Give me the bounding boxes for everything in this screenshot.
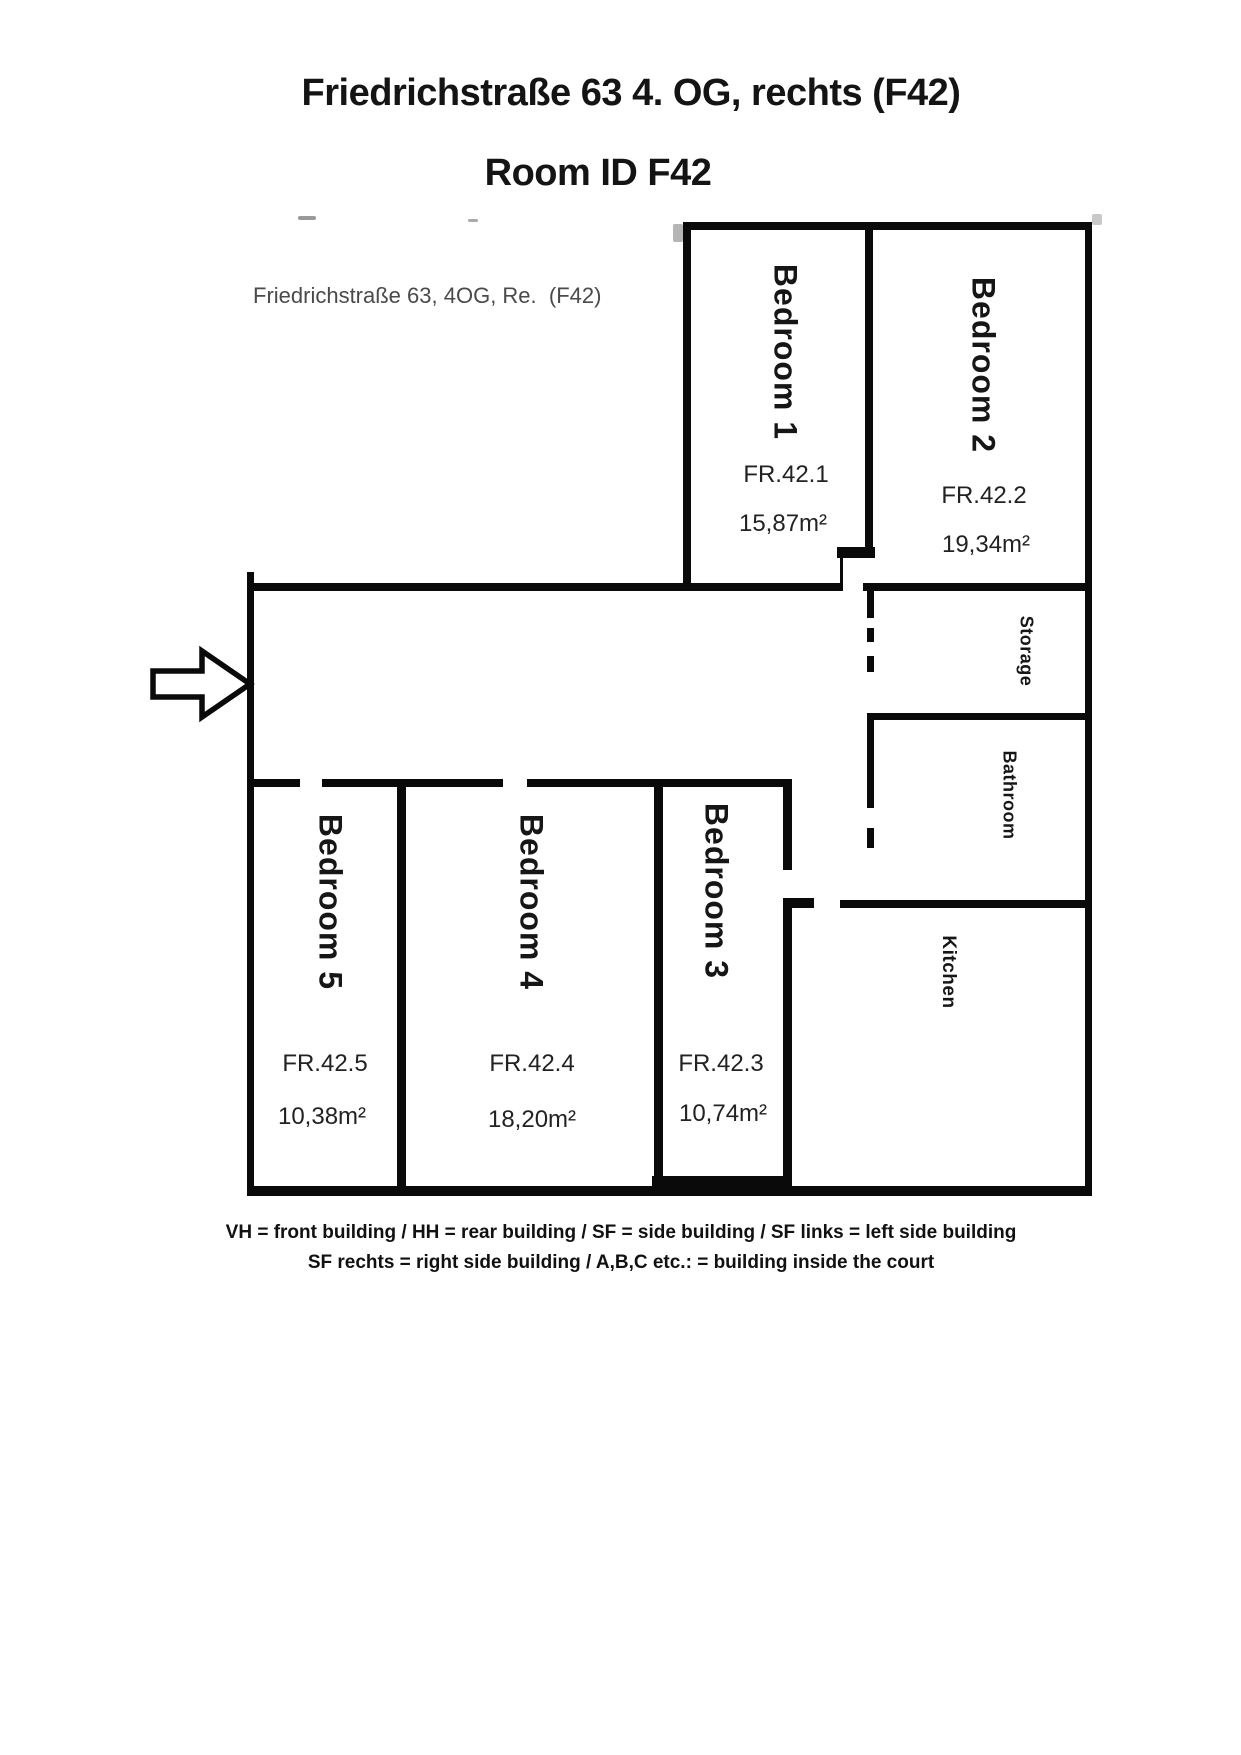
wall-bedroom5-bedroom4-divider <box>397 779 406 1186</box>
wall-bottom-outer <box>247 1186 1092 1196</box>
wall-bedroom1-left <box>683 222 691 591</box>
scan-artifact <box>1092 214 1102 225</box>
room-label-kitchen: Kitchen <box>938 935 959 1009</box>
room-code-bedroom-2: FR.42.2 <box>941 482 1027 509</box>
scan-artifact <box>298 216 316 220</box>
room-label-storage: Storage <box>1016 615 1037 687</box>
room-area-bedroom-3: 10,74m² <box>678 1100 768 1127</box>
room-label-bathroom: Bathroom <box>999 750 1020 840</box>
wall-storage-top <box>863 583 1092 591</box>
entrance-arrow-icon <box>150 645 255 723</box>
legend-line-1: VH = front building / HH = rear building… <box>225 1222 1017 1243</box>
wall-left-outer <box>247 572 254 1195</box>
wall-bedrooms-top-seg1 <box>247 779 300 787</box>
wall-bedroom3-bottom <box>652 1176 792 1186</box>
wall-bathroom-left <box>867 716 874 808</box>
wall-bedroom3-right-lower <box>783 898 792 1186</box>
room-label-bedroom-2: Bedroom 2 <box>965 276 1002 454</box>
wall-right-outer <box>1085 222 1092 1196</box>
room-area-bedroom-4: 18,20m² <box>487 1106 577 1133</box>
wall-kitchen-door-stub <box>783 898 814 908</box>
page-subtitle: Room ID F42 <box>484 152 712 194</box>
room-area-bedroom-1: 15,87m² <box>738 510 828 537</box>
wall-bedroom1-door-jamb <box>837 547 875 558</box>
room-code-bedroom-4: FR.42.4 <box>489 1050 575 1077</box>
wall-corridor-dash <box>867 628 874 642</box>
legend-line-2: SF rechts = right side building / A,B,C … <box>307 1252 935 1273</box>
page-title: Friedrichstraße 63 4. OG, rechts (F42) <box>301 72 961 114</box>
room-label-bedroom-5: Bedroom 5 <box>312 813 349 991</box>
room-code-bedroom-3: FR.42.3 <box>678 1050 764 1077</box>
room-label-bedroom-4: Bedroom 4 <box>513 813 550 991</box>
room-code-bedroom-5: FR.42.5 <box>282 1050 368 1077</box>
scan-artifact <box>468 219 478 222</box>
scan-artifact <box>673 224 683 242</box>
room-label-bedroom-3: Bedroom 3 <box>698 802 735 980</box>
room-label-bedroom-1: Bedroom 1 <box>767 263 804 441</box>
wall-storage-bathroom <box>867 713 1092 720</box>
wall-door-line <box>840 558 843 583</box>
room-area-bedroom-5: 10,38m² <box>277 1103 367 1130</box>
wall-corridor-dash <box>867 656 874 672</box>
wall-top-outer <box>683 222 1092 230</box>
wall-bedroom1-bedroom2-divider <box>865 222 873 558</box>
wall-bedroom4-bedroom3-divider <box>654 779 663 1186</box>
room-area-bedroom-2: 19,34m² <box>941 531 1031 558</box>
wall-kitchen-top <box>840 900 1092 908</box>
wall-hallway-top <box>247 583 843 591</box>
wall-bedrooms-top-seg2 <box>322 779 503 787</box>
room-code-bedroom-1: FR.42.1 <box>743 461 829 488</box>
wall-corridor-seg <box>867 583 874 618</box>
wall-bedroom3-right-upper <box>783 779 792 870</box>
wall-bathroom-left-dash <box>867 828 874 848</box>
plan-caption: Friedrichstraße 63, 4OG, Re. (F42) <box>253 283 602 308</box>
